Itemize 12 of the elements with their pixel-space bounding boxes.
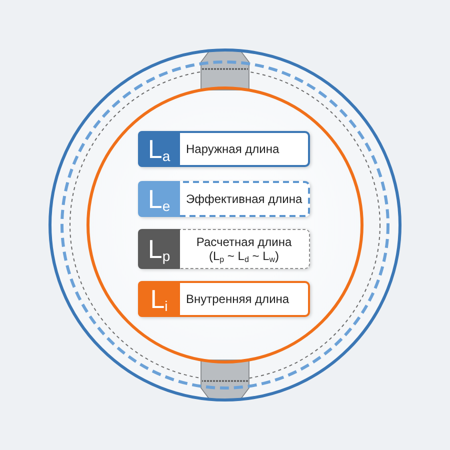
length-symbol: L$_{a}$ — [138, 131, 180, 167]
length-symbol: L$_{e}$ — [138, 181, 180, 217]
length-label: Расчетная длина (L$_{p}$ ~ L$_{d}$ ~ L$_{w}$) — [195, 235, 293, 263]
length-label: Наружная длина — [186, 142, 280, 156]
legend-entry — [138, 229, 310, 269]
legend-entry — [138, 181, 310, 217]
legend-entry — [138, 131, 310, 167]
length-symbol: L$_{i}$ — [138, 281, 180, 317]
length-symbol: L$_{p}$ — [138, 229, 180, 269]
length-label: Эффективная длина — [186, 192, 302, 206]
legend-entry — [138, 281, 310, 317]
length-label: Внутренняя длина — [186, 292, 290, 306]
